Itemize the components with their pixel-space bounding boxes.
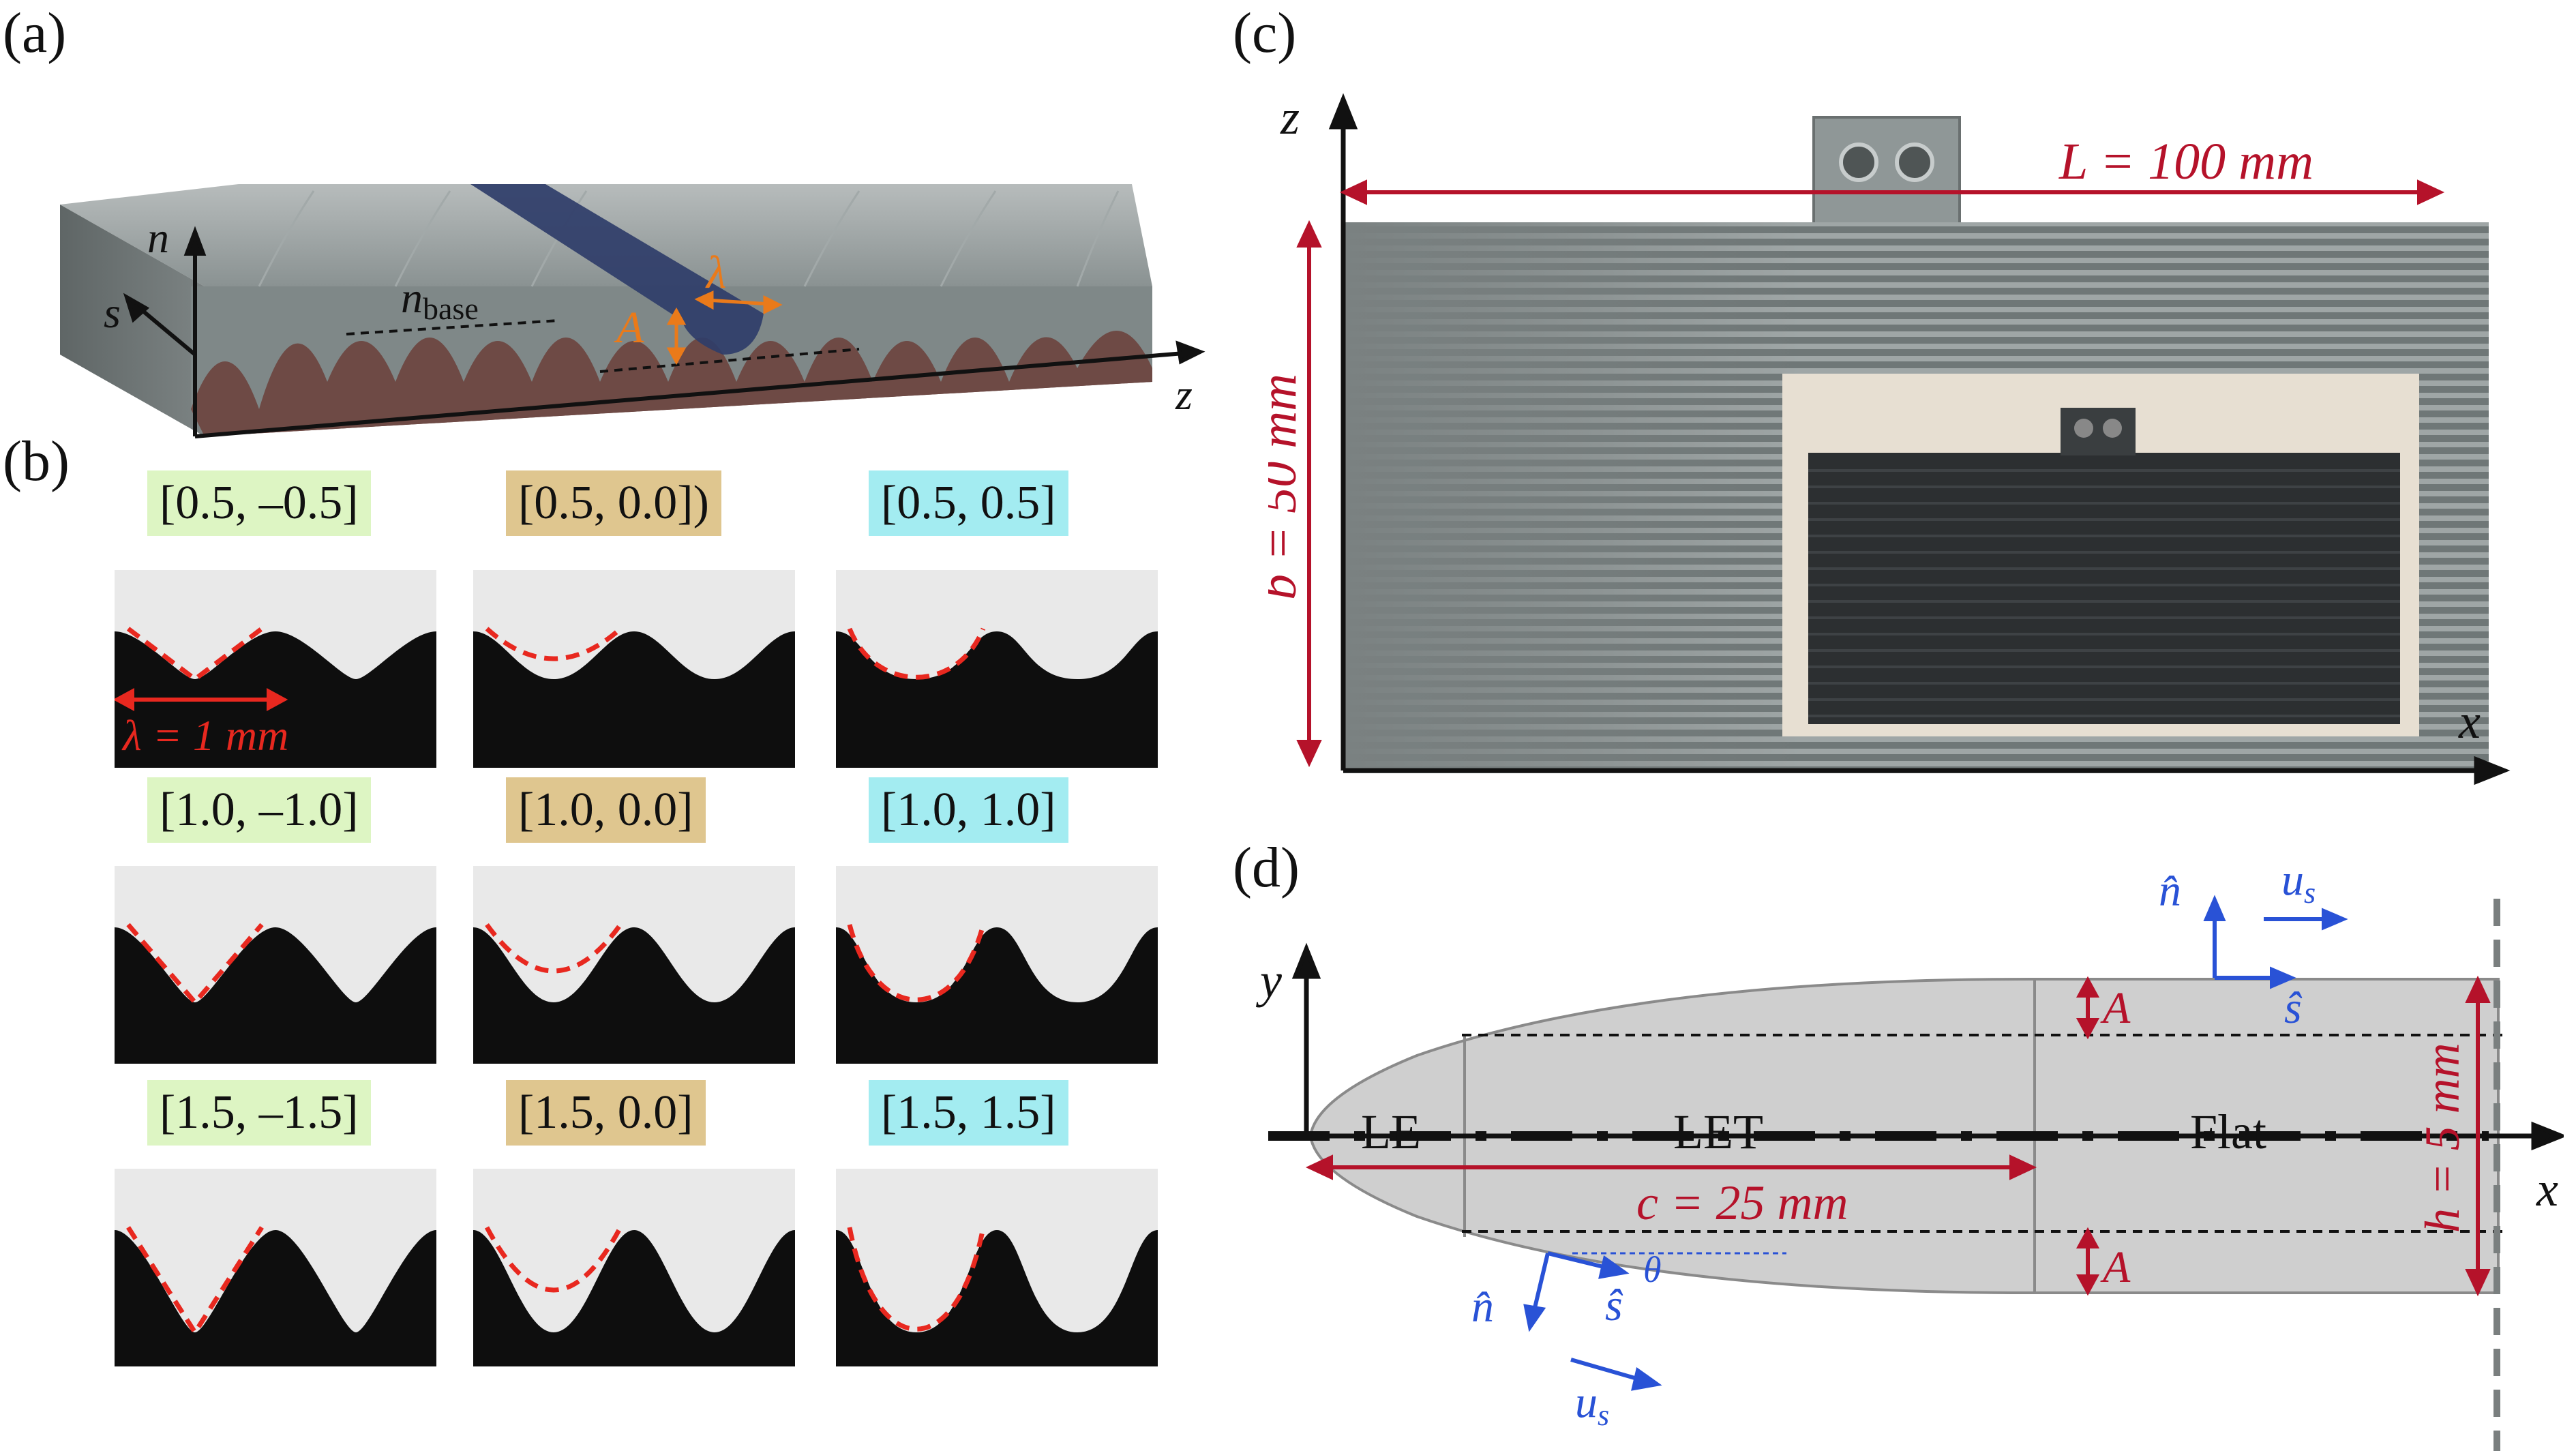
axis-z-label: z (1175, 370, 1193, 419)
photo-plate-ribs (1808, 469, 2400, 717)
axis-x-label: x (2458, 694, 2481, 749)
riblet-profile (836, 631, 1158, 768)
profile-fit-curve (126, 627, 264, 683)
photo-hole-left (2074, 419, 2093, 438)
bottom-s-hat-line (1547, 1251, 1610, 1270)
bottom-n-hat-line (1532, 1253, 1550, 1311)
axis-x-label: x (2536, 1162, 2558, 1216)
n-base-line (346, 319, 560, 335)
sample-cross-section-image-8 (473, 1169, 795, 1366)
sample-cross-section-image-7 (115, 1169, 436, 1366)
sample-cross-section-image-5 (473, 866, 795, 1064)
profile-fit-curve (485, 923, 623, 974)
sample-cross-section-image-9 (836, 1169, 1158, 1366)
axis-s-arrow (123, 293, 150, 323)
region-le-label: LE (1361, 1105, 1421, 1159)
bottom-us-label: us (1575, 1377, 1609, 1432)
sample-label-1: [0.5, –0.5] (147, 470, 371, 536)
sample-cross-section-image-6 (836, 866, 1158, 1064)
axis-y-arrow (1291, 942, 1321, 979)
axis-z-label: z (1280, 90, 1300, 145)
bottom-s-hat-label: ŝ (1605, 1281, 1623, 1330)
photo-tab (2061, 408, 2136, 455)
sample-cross-section-image-4 (115, 866, 436, 1064)
photo-hole-right (2103, 419, 2122, 438)
bottom-n-hat-label: n̂ (1471, 1282, 1494, 1332)
sample-label-3: [0.5, 0.5] (869, 470, 1068, 536)
panel-label-b: (b) (3, 430, 70, 493)
riblet-profile (836, 927, 1158, 1064)
chord-label: c = 25 mm (1636, 1176, 1848, 1230)
length-label: L = 100 mm (2058, 133, 2313, 190)
panel-d-cross-section: y x LE LET Flat c = 25 mm h = 5 mm A A n… (1255, 855, 2564, 1451)
mount-hole-right (1895, 143, 1934, 182)
profile-fit-curve (485, 627, 623, 661)
panel-label-c: (c) (1233, 1, 1297, 65)
sample-label-6: [1.0, 1.0] (869, 777, 1068, 843)
axis-s-label: s (104, 288, 121, 337)
riblet-profile (473, 631, 795, 768)
sample-label-4: [1.0, –1.0] (147, 777, 371, 843)
axis-y-label: y (1255, 953, 1282, 1008)
trough-line (599, 348, 860, 373)
profile-fit-curve (847, 1227, 986, 1332)
profile-fit-curve (484, 1226, 623, 1293)
axis-z-arrow (1175, 340, 1205, 365)
sample-label-5: [1.0, 0.0] (506, 777, 706, 843)
lambda-arrow (706, 298, 771, 306)
scale-bar-label: λ = 1 mm (121, 711, 288, 760)
mounting-tab (1812, 116, 1961, 228)
sample-label-2: [0.5, 0.0]) (506, 470, 721, 536)
profile-fit-curve (847, 924, 986, 1002)
bottom-us-line (1570, 1358, 1643, 1382)
riblet-profile (115, 1230, 436, 1366)
n-base-label: nbase (401, 273, 479, 326)
region-let-label: LET (1673, 1105, 1763, 1159)
amp-top-label: A (2100, 983, 2131, 1033)
sample-label-9: [1.5, 1.5] (869, 1080, 1068, 1146)
mount-hole-left (1839, 143, 1878, 182)
amp-bottom-label: A (2100, 1242, 2131, 1292)
lambda-label: λ (705, 246, 726, 298)
panel-label-d: (d) (1233, 836, 1300, 899)
thickness-label: h = 5 mm (2415, 1043, 2470, 1233)
panel-a-riblet-block: n s z nbase λ A (60, 184, 1205, 438)
region-flat-label: Flat (2190, 1105, 2266, 1159)
span-label: b = 50 mm (1268, 374, 1307, 600)
top-s-hat-label: ŝ (2284, 983, 2303, 1033)
axis-x-arrow (2474, 756, 2511, 786)
panel-label-a: (a) (3, 1, 67, 65)
top-n-hat-label: n̂ (2159, 866, 2181, 916)
riblet-profile (115, 927, 436, 1064)
axis-s-line (135, 303, 196, 357)
profile-fit-curve (847, 627, 986, 680)
groove-profile (191, 331, 1152, 436)
amplitude-label: A (614, 303, 644, 353)
axis-n-label: n (147, 213, 169, 262)
top-us-label: us (2281, 855, 2316, 910)
axis-x-arrow (2531, 1121, 2564, 1151)
riblet-profile (473, 927, 795, 1064)
axis-n-arrow (183, 226, 207, 256)
sample-label-8: [1.5, 0.0] (506, 1080, 706, 1146)
profile-fit-curve (126, 1226, 264, 1337)
axis-z-line (194, 351, 1184, 438)
sample-cross-section-image-3 (836, 570, 1158, 768)
scale-bar: λ = 1 mm (115, 687, 288, 760)
highlighted-groove (470, 184, 764, 355)
profile-fit-curve (126, 923, 264, 1006)
riblet-profile (836, 1230, 1158, 1366)
theta-label: θ (1643, 1249, 1662, 1290)
riblet-profile (473, 1230, 795, 1366)
sample-label-7: [1.5, –1.5] (147, 1080, 371, 1146)
sample-cross-section-image-2 (473, 570, 795, 768)
panel-c-plate: z x L = 100 mm b = 50 mm (1268, 90, 2511, 786)
axis-z-arrow (1328, 93, 1358, 130)
photo-plate (1808, 453, 2400, 724)
